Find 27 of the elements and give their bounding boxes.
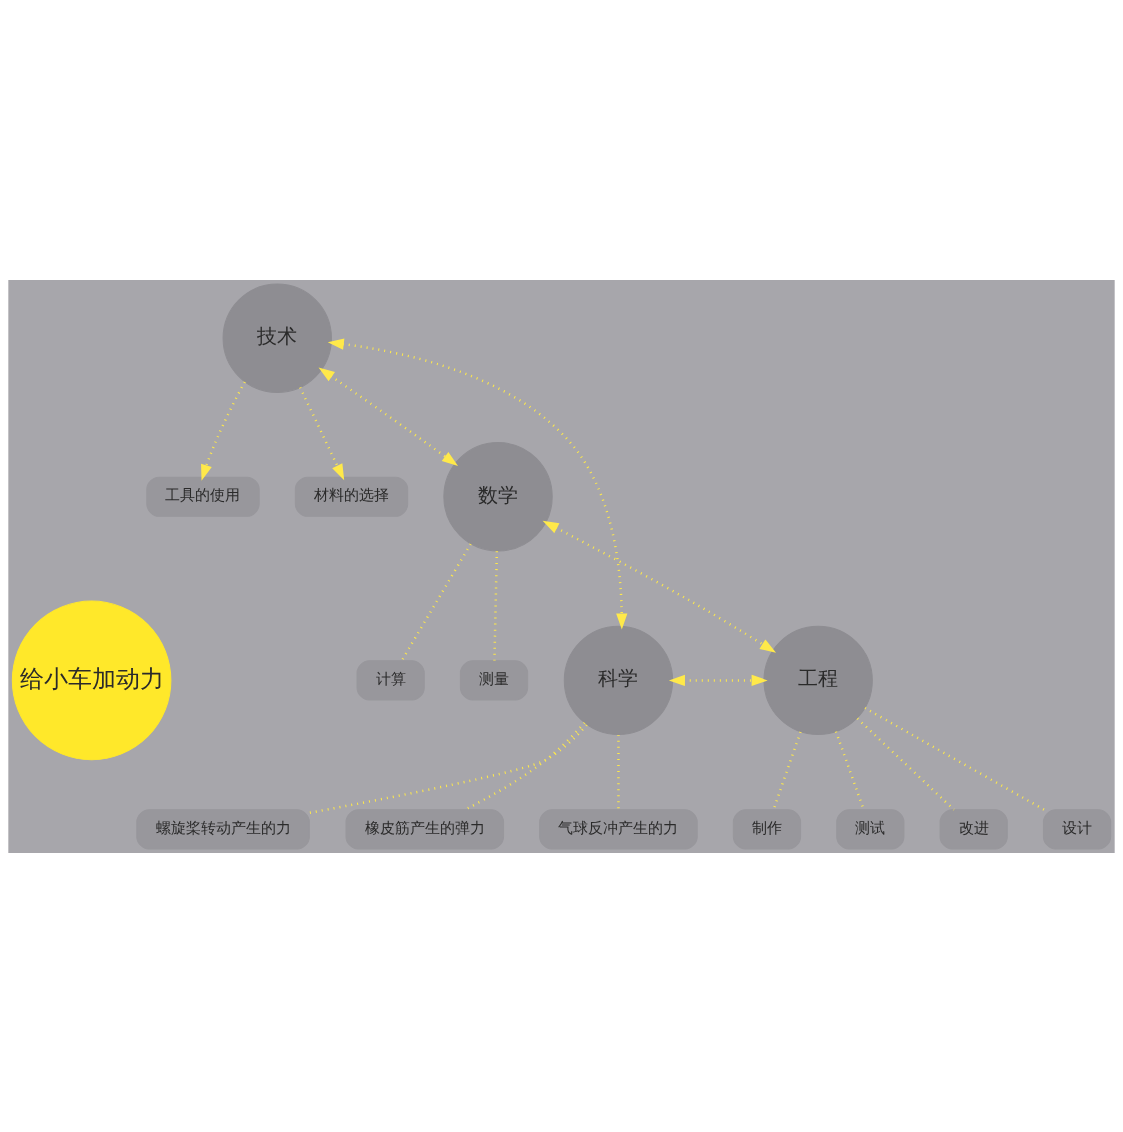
node-box: 工具的使用	[146, 476, 260, 517]
connector	[309, 723, 588, 814]
connector	[772, 731, 802, 810]
arrow	[668, 674, 768, 686]
node-box: 测量	[459, 659, 529, 700]
node-box: 设计	[1042, 808, 1112, 849]
arrow	[318, 367, 459, 466]
arrow	[542, 520, 777, 653]
connector	[464, 721, 586, 811]
node-circle: 工程	[763, 625, 873, 735]
node-circle: 给小车加动力	[11, 600, 172, 760]
connector	[834, 730, 865, 810]
node-box: 螺旋桨转动产生的力	[136, 808, 310, 849]
node-box: 橡皮筋产生的弹力	[345, 808, 505, 849]
arrow	[299, 386, 345, 480]
node-box: 制作	[732, 808, 802, 849]
node-box: 材料的选择	[294, 476, 409, 517]
connector	[400, 542, 472, 661]
arrow	[327, 338, 628, 630]
node-box: 气球反冲产生的力	[539, 808, 698, 849]
node-box: 计算	[356, 659, 425, 700]
arrow	[201, 380, 246, 481]
connector	[864, 706, 1045, 811]
node-box: 测试	[836, 808, 905, 849]
node-circle: 技术	[222, 283, 332, 393]
node-circle: 科学	[563, 625, 674, 735]
node-box: 改进	[939, 808, 1008, 849]
